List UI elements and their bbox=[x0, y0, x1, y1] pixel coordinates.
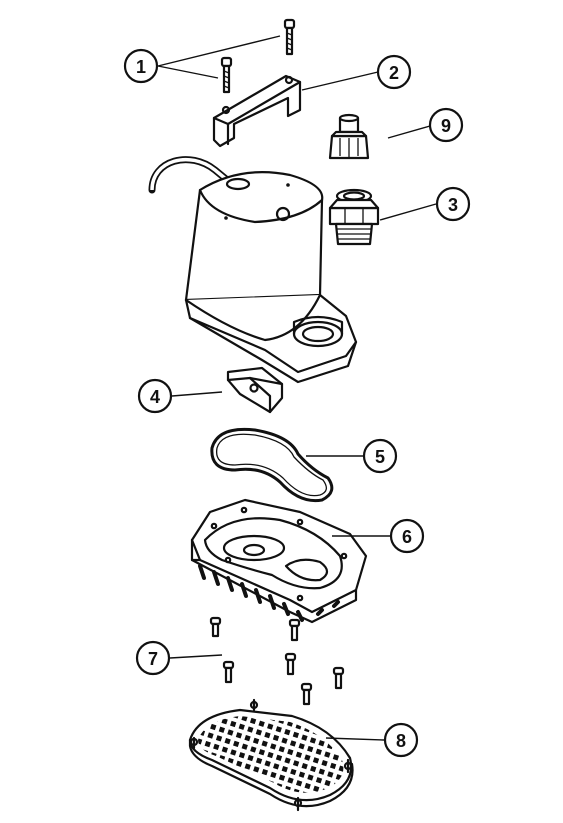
callout-9-label: 9 bbox=[441, 116, 451, 136]
part-2-handle bbox=[212, 74, 302, 148]
part-7-base-screws bbox=[209, 616, 345, 706]
callout-1-label: 1 bbox=[136, 57, 146, 77]
callout-8: 8 bbox=[383, 722, 419, 758]
callout-4-label: 4 bbox=[150, 387, 160, 407]
part-5-o-ring bbox=[210, 427, 334, 503]
callout-9: 9 bbox=[428, 107, 464, 143]
part-8-intake-screen bbox=[188, 698, 354, 812]
leader-lines bbox=[157, 35, 437, 741]
part-3-discharge-adapter bbox=[328, 188, 380, 246]
pump-motor-body bbox=[148, 156, 358, 384]
part-6-volute-base bbox=[190, 498, 368, 624]
callout-7: 7 bbox=[135, 640, 171, 676]
callout-6: 6 bbox=[389, 518, 425, 554]
callout-8-label: 8 bbox=[396, 731, 406, 751]
callout-5: 5 bbox=[362, 438, 398, 474]
callout-2: 2 bbox=[376, 54, 412, 90]
part-9-hose-adapter bbox=[328, 113, 370, 160]
callout-2-label: 2 bbox=[389, 63, 399, 83]
callout-3: 3 bbox=[435, 186, 471, 222]
callout-1: 1 bbox=[123, 48, 159, 84]
callout-3-label: 3 bbox=[448, 195, 458, 215]
callout-4: 4 bbox=[137, 378, 173, 414]
callout-6-label: 6 bbox=[402, 527, 412, 547]
callout-7-label: 7 bbox=[148, 649, 158, 669]
callout-5-label: 5 bbox=[375, 447, 385, 467]
part-1-screw-left bbox=[220, 56, 233, 94]
part-1-screw-top bbox=[283, 18, 296, 56]
part-4-check-valve bbox=[226, 366, 284, 414]
